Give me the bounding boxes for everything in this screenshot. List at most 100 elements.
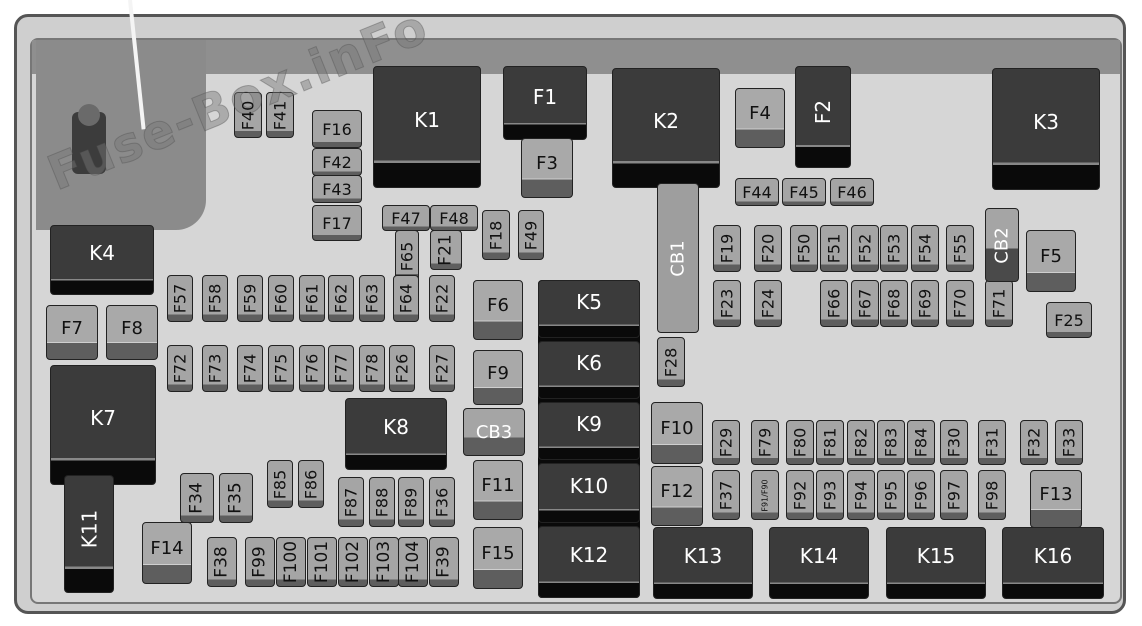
fuse-f34: F34: [180, 473, 214, 523]
fuse-f40: F40: [234, 92, 262, 138]
terminal-housing: [36, 40, 206, 230]
fuse-label: F84: [911, 427, 931, 458]
fuse-label: F77: [331, 353, 351, 384]
fuse-f22: F22: [429, 275, 455, 322]
fuse-label: F95: [881, 480, 901, 510]
fuse-f69: F69: [911, 280, 939, 327]
fuse-f33: F33: [1055, 420, 1083, 465]
fuse-f25: F25: [1046, 302, 1092, 338]
fuse-label: F58: [205, 283, 225, 314]
fuse-label: F44: [742, 182, 772, 202]
fuse-label: F13: [1039, 484, 1073, 505]
fuse-label: F73: [205, 353, 225, 384]
relay-label: K5: [576, 290, 602, 314]
fuse-f13: F13: [1030, 470, 1082, 528]
fuse-f39: F39: [429, 537, 459, 587]
relay-label: K2: [653, 108, 679, 133]
fuse-label: F36: [432, 487, 452, 517]
fuse-f47: F47: [382, 205, 430, 231]
fuse-label: F5: [1040, 246, 1062, 268]
fuse-f45: F45: [782, 178, 826, 206]
fuse-label: F82: [851, 427, 871, 458]
relay-k3: K3: [992, 68, 1100, 190]
fuse-label: F7: [61, 317, 83, 339]
fuse-f1: F1: [503, 66, 587, 140]
fuse-f16: F16: [312, 110, 362, 148]
relay-k6: K6: [538, 341, 640, 399]
fuse-f43: F43: [312, 175, 362, 203]
fuse-f87: F87: [338, 477, 364, 527]
relay-label: K11: [76, 509, 101, 549]
fuse-label: F52: [855, 233, 875, 264]
fuse-label: F75: [271, 353, 291, 384]
fuse-label: F99: [250, 546, 271, 578]
fuse-f80: F80: [786, 420, 814, 465]
fuse-label: F27: [432, 353, 452, 384]
circuit-breaker-cb1: CB1: [657, 183, 699, 333]
fuse-f64: F64: [393, 275, 419, 322]
relay-label: K14: [799, 544, 839, 569]
fuse-label: F11: [481, 475, 515, 497]
relay-label: K4: [89, 240, 115, 265]
fuse-f35: F35: [219, 473, 253, 523]
fuse-f77: F77: [328, 345, 354, 392]
fuse-label: F48: [439, 208, 469, 228]
fuse-label: F40: [238, 100, 258, 130]
fuse-f92: F92: [786, 470, 814, 520]
fuse-label: F51: [824, 233, 844, 264]
fuse-label: F16: [322, 119, 352, 139]
fuse-f12: F12: [651, 466, 703, 526]
fuse-label: F3: [536, 153, 558, 174]
fuse-label: F25: [1054, 310, 1084, 330]
fuse-label: F60: [271, 283, 291, 314]
fuse-label: F80: [790, 427, 810, 458]
fuse-label: F30: [944, 427, 964, 458]
fuse-f94: F94: [847, 470, 875, 520]
fuse-label: F104: [403, 540, 424, 584]
fuse-label: F103: [374, 540, 395, 584]
fuse-label: F50: [794, 233, 814, 264]
fuse-f7: F7: [46, 305, 98, 360]
fuse-f75: F75: [268, 345, 294, 392]
fuse-label: F10: [660, 418, 694, 439]
fuse-f26: F26: [389, 345, 415, 392]
fuse-label: F32: [1024, 427, 1044, 458]
fuse-f76: F76: [299, 345, 325, 392]
fuse-label: F61: [302, 283, 322, 314]
fuse-f91f90: F91/F90: [751, 470, 779, 520]
fuse-label: F62: [331, 283, 351, 314]
relay-label: K12: [569, 543, 609, 567]
fuse-label: F91/F90: [760, 478, 770, 512]
fuse-f65: F65: [395, 230, 419, 282]
fuse-f14: F14: [142, 522, 192, 584]
fuse-f70: F70: [946, 280, 974, 327]
fuse-label: F101: [312, 540, 333, 584]
fuse-f37: F37: [712, 470, 740, 520]
fuse-f97: F97: [940, 470, 968, 520]
fuse-label: F4: [749, 103, 771, 125]
fuse-label: F38: [212, 546, 233, 578]
fuse-label: F66: [824, 288, 844, 319]
fuse-f98: F98: [978, 470, 1006, 520]
fuse-label: F23: [717, 288, 737, 319]
fuse-f49: F49: [518, 210, 544, 260]
fuse-label: F59: [240, 283, 260, 314]
relay-label: K10: [569, 474, 609, 498]
fuse-label: F71: [989, 288, 1009, 319]
fuse-label: F57: [170, 283, 190, 314]
fuse-f57: F57: [167, 275, 193, 322]
fuse-f99: F99: [245, 537, 275, 587]
fuse-label: F65: [397, 241, 417, 271]
circuit-breaker-label: CB2: [991, 226, 1013, 264]
fuse-f74: F74: [237, 345, 263, 392]
fuse-label: F14: [150, 538, 184, 560]
fuse-f21: F21: [430, 230, 462, 270]
fuse-label: F93: [820, 480, 840, 510]
relay-k7: K7: [50, 365, 156, 485]
fuse-f5: F5: [1026, 230, 1076, 292]
fuse-f38: F38: [207, 537, 237, 587]
fuse-f79: F79: [751, 420, 779, 465]
fuse-f83: F83: [877, 420, 905, 465]
relay-k16: K16: [1002, 527, 1104, 599]
relay-label: K9: [576, 412, 602, 436]
